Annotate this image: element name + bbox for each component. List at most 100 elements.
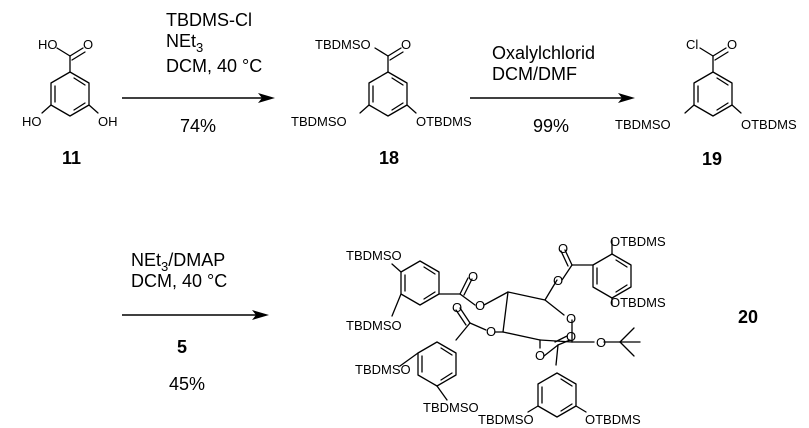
atom-label: O bbox=[83, 37, 93, 52]
atom-label: TBDMSO bbox=[346, 248, 402, 263]
ring-double-bond bbox=[440, 347, 453, 356]
ring-double-bond bbox=[716, 102, 729, 111]
conditions-label: DCM, 40 °C bbox=[131, 271, 227, 291]
reaction-arrow-2: Oxalylchlorid DCM/DMF 99% bbox=[470, 43, 635, 136]
reagent-label: DCM/DMF bbox=[492, 64, 577, 84]
bond bbox=[502, 291, 509, 333]
yield-label: 74% bbox=[180, 116, 216, 136]
bond bbox=[469, 322, 487, 331]
atom-label: OTBDMS bbox=[585, 412, 641, 427]
atom-label: Cl bbox=[686, 37, 698, 52]
atom-label: O bbox=[452, 300, 462, 315]
arrow-head bbox=[258, 93, 275, 103]
carbonyl-double-bond bbox=[71, 51, 86, 61]
benzene-ring bbox=[417, 341, 457, 387]
bond bbox=[544, 299, 565, 316]
carbonyl-double-bond bbox=[459, 277, 469, 295]
benzene-ring bbox=[693, 71, 733, 117]
benzene-ring bbox=[368, 71, 408, 117]
atom-label: O bbox=[566, 311, 576, 326]
carbonyl-double-bond bbox=[69, 47, 84, 57]
coreactant-number: 5 bbox=[177, 337, 187, 357]
bond bbox=[406, 104, 417, 114]
compound-number: 20 bbox=[738, 307, 758, 327]
carbonyl-double-bond bbox=[712, 47, 727, 57]
bond bbox=[483, 291, 509, 306]
atom-label: TBDMSO bbox=[478, 412, 534, 427]
bond bbox=[555, 344, 559, 366]
ring-double-bond bbox=[440, 372, 453, 381]
reagent-label: NEt3/DMAP bbox=[131, 250, 225, 274]
bond bbox=[544, 279, 558, 301]
atom-label: TBDMSO bbox=[355, 362, 411, 377]
carbonyl-double-bond bbox=[560, 250, 569, 267]
atom-label: O bbox=[468, 269, 478, 284]
atom-label: O bbox=[596, 335, 606, 350]
reaction-arrow-1: TBDMS-Cl NEt3 DCM, 40 °C 74% bbox=[122, 10, 275, 136]
compound-18: TBDMSO O TBDMSO OTBDMS 18 bbox=[291, 37, 472, 168]
carbonyl-double-bond bbox=[455, 309, 467, 326]
atom-label: O bbox=[727, 37, 737, 52]
benzene-ring bbox=[537, 372, 577, 418]
carbonyl-double-bond bbox=[463, 278, 473, 296]
atom-label: OTBDMS bbox=[416, 114, 472, 129]
carbonyl-double-bond bbox=[557, 339, 571, 346]
ring-double-bond bbox=[615, 259, 628, 268]
atom-label: TBDMSO bbox=[315, 37, 371, 52]
carbonyl-double-bond bbox=[389, 51, 404, 61]
bond bbox=[619, 341, 635, 357]
atom-label: O bbox=[553, 273, 563, 288]
atom-label: TBDMSO bbox=[346, 318, 402, 333]
ring-double-bond bbox=[560, 403, 573, 412]
compound-19: Cl O TBDMSO OTBDMS 19 bbox=[615, 37, 797, 169]
atom-label: OH bbox=[98, 114, 118, 129]
ring-double-bond bbox=[560, 378, 573, 387]
bond bbox=[399, 352, 419, 367]
benzene-ring bbox=[400, 260, 440, 306]
bond bbox=[731, 104, 742, 114]
atom-label: O bbox=[475, 298, 485, 313]
compound-number: 11 bbox=[62, 148, 81, 168]
carbonyl-double-bond bbox=[459, 307, 471, 324]
yield-label: 45% bbox=[169, 374, 205, 394]
bond bbox=[684, 104, 695, 114]
arrow-head bbox=[252, 310, 269, 320]
compound-11: HO O HO OH 11 bbox=[22, 37, 118, 168]
ring-double-bond bbox=[391, 77, 404, 86]
carbonyl-double-bond bbox=[554, 335, 568, 343]
atom-label: OTBDMS bbox=[610, 295, 666, 310]
benzene-ring bbox=[592, 253, 632, 299]
carbonyl-double-bond bbox=[714, 51, 729, 61]
atom-label: OTBDMS bbox=[741, 117, 797, 132]
bond bbox=[391, 263, 402, 273]
atom-label: TBDMSO bbox=[423, 400, 479, 415]
compound-number: 19 bbox=[702, 149, 722, 169]
reagent-label: TBDMS-Cl bbox=[166, 10, 252, 30]
atom-label: HO bbox=[22, 114, 42, 129]
benzene-ring bbox=[50, 71, 90, 117]
atom-label: OTBDMS bbox=[610, 234, 666, 249]
bond bbox=[41, 104, 52, 114]
ring-double-bond bbox=[716, 77, 729, 86]
ring-double-bond bbox=[73, 77, 86, 86]
atom-label: O bbox=[566, 329, 576, 344]
carbonyl-double-bond bbox=[387, 47, 402, 57]
bond bbox=[543, 344, 559, 357]
atom-label: O bbox=[401, 37, 411, 52]
atom-label: TBDMSO bbox=[291, 114, 347, 129]
reaction-arrow-3: NEt3/DMAP DCM, 40 °C 5 45% bbox=[122, 250, 269, 394]
bond bbox=[699, 47, 714, 57]
bond bbox=[561, 264, 573, 281]
ring-double-bond bbox=[391, 102, 404, 111]
bond bbox=[455, 322, 471, 341]
compound-20: O O O O O O O O O O OTBDMS OTBDMS TBDMSO… bbox=[346, 234, 758, 427]
bond bbox=[436, 385, 448, 401]
bond bbox=[391, 293, 402, 317]
bond bbox=[527, 405, 539, 413]
atom-label: O bbox=[558, 241, 568, 256]
atom-label: HO bbox=[38, 37, 58, 52]
atom-label: TBDMSO bbox=[615, 117, 671, 132]
atom-label: O bbox=[486, 324, 496, 339]
